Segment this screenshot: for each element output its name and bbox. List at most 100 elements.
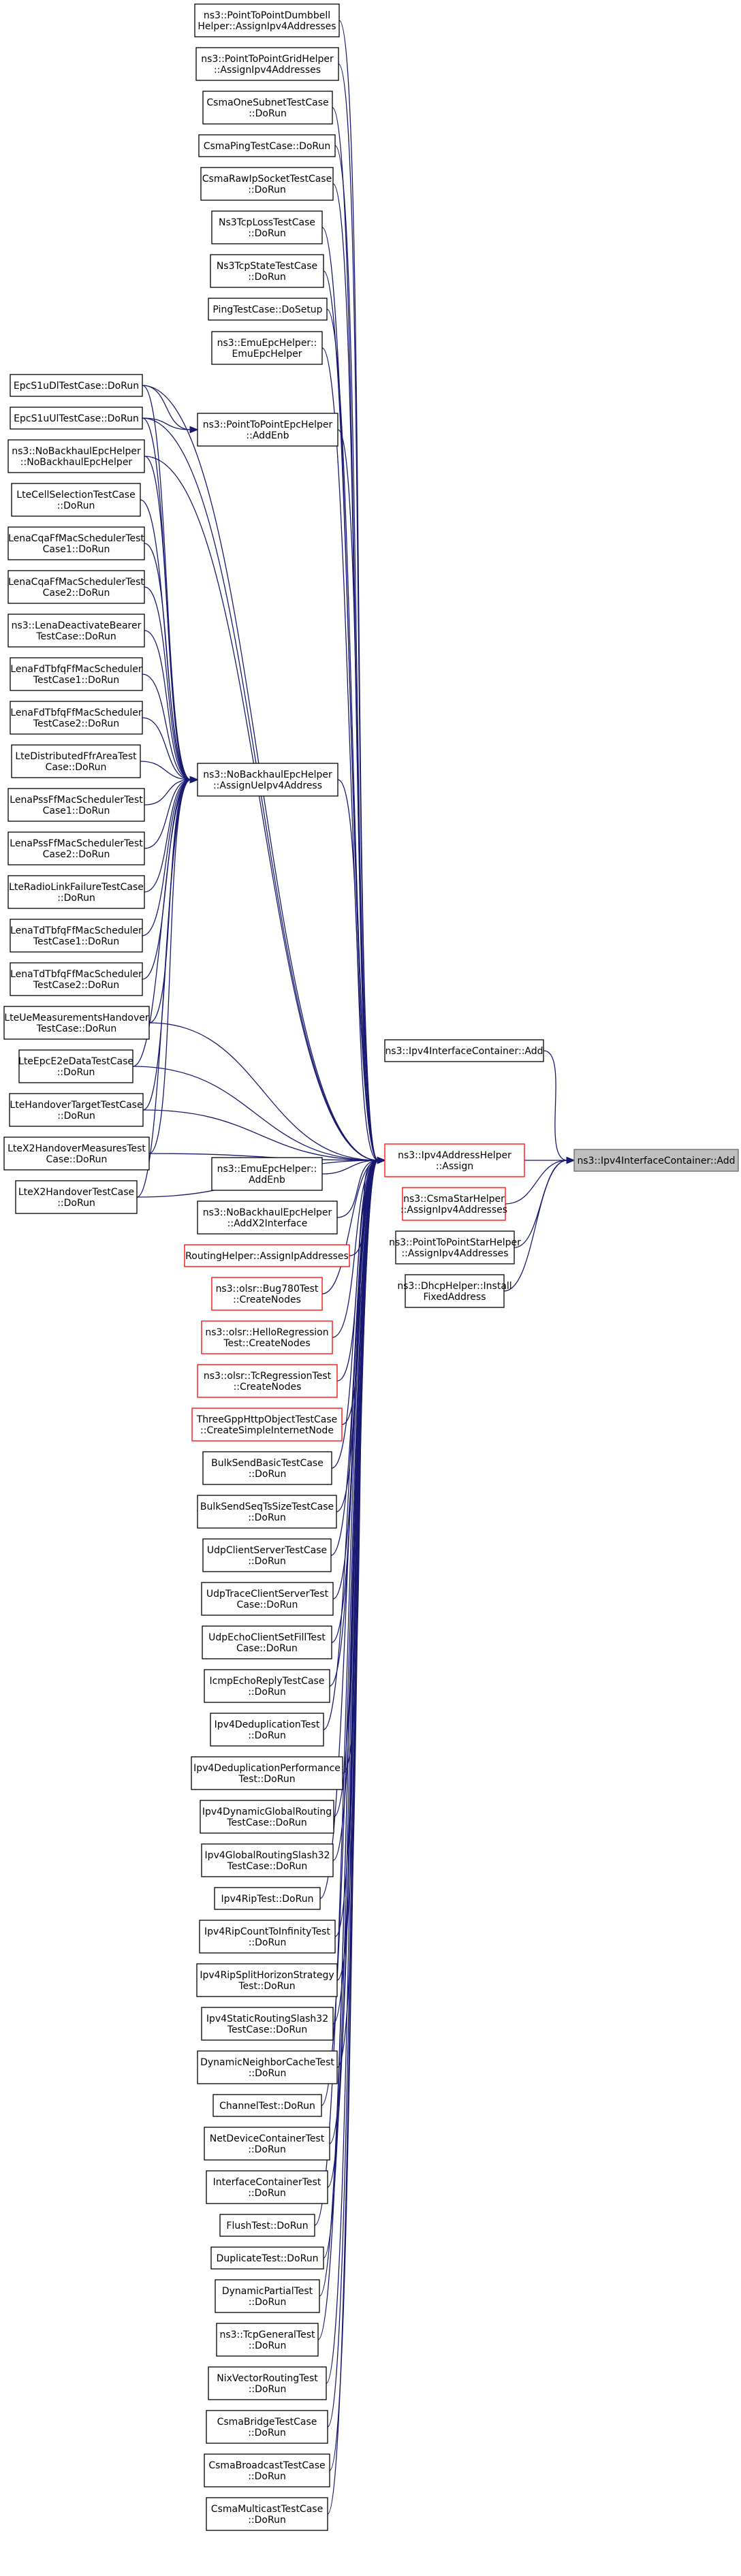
node-netdev[interactable]: NetDeviceContainerTest::DoRun [204, 2127, 330, 2161]
node-pingSetup[interactable]: PingTestCase::DoSetup [208, 298, 328, 321]
node-box [197, 1200, 338, 1235]
node-label: Ns3TcpLossTestCase [219, 217, 315, 228]
node-label: AddEnb [249, 1175, 285, 1186]
node-p2pStar[interactable]: ns3::PointToPointStarHelper::AssignIpv4A… [389, 1230, 521, 1265]
node-box [215, 2279, 320, 2313]
node-icmp[interactable]: IcmpEchoReplyTestCase::DoRun [204, 1669, 330, 1703]
node-tc[interactable]: ns3::olsr::TcRegressionTest::CreateNodes [197, 1364, 338, 1398]
node-flush[interactable]: FlushTest::DoRun [219, 2214, 315, 2237]
node-label: Test::DoRun [238, 1774, 295, 1785]
node-tcpState[interactable]: Ns3TcpStateTestCase::DoRun [210, 254, 324, 288]
node-channel[interactable]: ChannelTest::DoRun [212, 2094, 322, 2117]
node-box [7, 788, 145, 822]
node-rlf[interactable]: LteRadioLinkFailureTestCase::DoRun [7, 875, 145, 909]
node-ifcTest[interactable]: InterfaceContainerTest::DoRun [206, 2170, 328, 2204]
edge-grid-to-assign [338, 63, 379, 1161]
node-bulk[interactable]: BulkSendBasicTestCase::DoRun [202, 1451, 332, 1485]
node-noBackhaulCtor[interactable]: ns3::NoBackhaulEpcHelper::NoBackhaulEpcH… [7, 439, 145, 473]
node-addX2[interactable]: ns3::NoBackhaulEpcHelper::AddX2Interface [197, 1200, 338, 1235]
node-csmaMcast[interactable]: CsmaMulticastTestCase::DoRun [206, 2497, 328, 2531]
node-cellSel[interactable]: LteCellSelectionTestCase::DoRun [11, 483, 141, 517]
node-label: ::DoRun [248, 2188, 286, 2199]
edge-p2pEpcAddEnb-to-assign [337, 429, 379, 1161]
node-emuAddEnb[interactable]: ns3::EmuEpcHelper::AddEnb [211, 1157, 323, 1191]
node-label: Test::CreateNodes [223, 1338, 310, 1349]
node-assignUe[interactable]: ns3::NoBackhaulEpcHelper::AssignUeIpv4Ad… [197, 763, 338, 797]
node-csmaStar[interactable]: ns3::CsmaStarHelper::AssignIpv4Addresses [400, 1187, 507, 1221]
node-emuEpc1[interactable]: ns3::EmuEpcHelper::EmuEpcHelper [211, 331, 323, 365]
node-routing[interactable]: RoutingHelper::AssignIpAddresses [184, 1244, 350, 1267]
node-bulkSeq[interactable]: BulkSendSeqTsSizeTestCase::DoRun [197, 1495, 337, 1529]
node-label: Ipv4GlobalRoutingSlash32 [205, 1850, 330, 1861]
node-box [10, 657, 143, 691]
node-s1dl[interactable]: EpcS1uDlTestCase::DoRun [10, 374, 143, 397]
node-rip[interactable]: Ipv4RipTest::DoRun [214, 1887, 321, 1910]
node-csmaBcast[interactable]: CsmaBroadcastTestCase::DoRun [204, 2453, 330, 2487]
node-grid[interactable]: ns3::PointToPointGridHelper::AssignIpv4A… [195, 47, 339, 81]
node-assign[interactable]: ns3::Ipv4AddressHelper::Assign [384, 1143, 525, 1177]
node-box [395, 1230, 515, 1265]
edge-bug780-to-assign [321, 1160, 379, 1294]
node-label: ::DoRun [57, 893, 95, 904]
node-tcpLoss[interactable]: Ns3TcpLossTestCase::DoRun [211, 210, 323, 244]
node-dynPart[interactable]: DynamicPartialTest::DoRun [215, 2279, 320, 2313]
node-box [212, 2094, 322, 2117]
node-hoTarget[interactable]: LteHandoverTargetTestCase::DoRun [9, 1093, 144, 1127]
node-neigh[interactable]: DynamicNeighborCacheTest::DoRun [197, 2050, 338, 2084]
node-box [7, 439, 145, 473]
node-box [191, 1408, 343, 1442]
node-label: ThreeGppHttpObjectTestCase [196, 1414, 338, 1425]
node-csmaPing[interactable]: CsmaPingTestCase::DoRun [198, 134, 336, 157]
node-csmaBridge[interactable]: CsmaBridgeTestCase::DoRun [206, 2410, 328, 2444]
node-x2ho[interactable]: LteX2HandoverTestCase::DoRun [15, 1180, 138, 1214]
node-hello[interactable]: ns3::olsr::HelloRegressionTest::CreateNo… [201, 1320, 333, 1354]
edge-emuAddEnb-to-assign [321, 1160, 379, 1175]
node-http[interactable]: ThreeGppHttpObjectTestCase::CreateSimple… [191, 1408, 343, 1442]
node-csmaRaw[interactable]: CsmaRawIpSocketTestCase::DoRun [200, 167, 334, 201]
node-csmaOne[interactable]: CsmaOneSubnetTestCase::DoRun [202, 91, 333, 125]
node-bug780[interactable]: ns3::olsr::Bug780Test::CreateNodes [211, 1277, 323, 1311]
node-dumbbell[interactable]: ns3::PointToPointDumbbellHelper::AssignI… [194, 3, 340, 37]
node-dup[interactable]: DuplicateTest::DoRun [210, 2246, 324, 2270]
node-nix[interactable]: NixVectorRoutingTest::DoRun [208, 2366, 327, 2400]
node-label: ns3::Ipv4AddressHelper [398, 1150, 511, 1161]
node-box [15, 1180, 138, 1214]
edge-rlf-to-assignUe [144, 779, 191, 893]
node-s1ul[interactable]: EpcS1uUlTestCase::DoRun [10, 407, 143, 430]
node-box [384, 1039, 544, 1062]
node-ifcAdd[interactable]: ns3::Ipv4InterfaceContainer::Add [384, 1039, 544, 1062]
node-e2e[interactable]: LteEpcE2eDataTestCase::DoRun [18, 1049, 133, 1083]
node-label: LenaTdTbfqFfMacScheduler [10, 969, 142, 980]
node-root[interactable]: ns3::Ipv4InterfaceContainer::Add [573, 1149, 739, 1172]
node-box [197, 2050, 338, 2084]
node-udpCS[interactable]: UdpClientServerTestCase::DoRun [202, 1538, 332, 1572]
node-tcpGen[interactable]: ns3::TcpGeneralTest::DoRun [216, 2323, 319, 2357]
edge-e2e-to-assign [132, 1066, 379, 1161]
node-label: LenaFdTbfqFfMacScheduler [10, 664, 142, 675]
node-p2pEpcAddEnb[interactable]: ns3::PointToPointEpcHelper::AddEnb [197, 413, 338, 447]
node-dedup[interactable]: Ipv4DeduplicationTest::DoRun [210, 1713, 324, 1747]
edge-ifcTest-to-assign [327, 1160, 379, 2188]
node-ripInf[interactable]: Ipv4RipCountToInfinityTest::DoRun [199, 1920, 336, 1954]
